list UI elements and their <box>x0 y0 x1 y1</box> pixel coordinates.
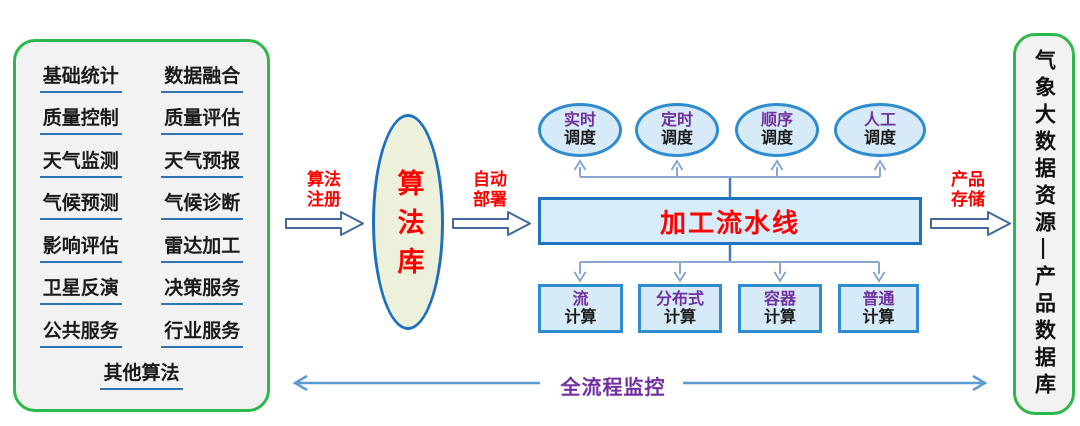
scheduler-node-manual: 人工 调度 <box>834 103 926 157</box>
compute-connectors <box>573 245 886 283</box>
algorithm-row: 卫星反演 决策服务 <box>20 273 263 306</box>
algorithm-item: 影响评估 <box>39 231 122 263</box>
scheduler-type: 定时 <box>660 112 693 130</box>
algorithm-row: 气候预测 气候诊断 <box>20 188 263 221</box>
algorithm-item-other: 其他算法 <box>100 358 183 391</box>
scheduler-suffix: 调度 <box>863 130 896 147</box>
compute-suffix: 计算 <box>763 308 796 326</box>
algorithm-item: 天气监测 <box>39 146 122 178</box>
algorithm-item: 雷达加工 <box>161 231 244 263</box>
compute-node-stream: 流 计算 <box>538 284 623 333</box>
deploy-label-line1: 自动 <box>473 170 507 189</box>
register-label-line1: 算法 <box>307 170 341 189</box>
compute-suffix: 计算 <box>862 308 895 326</box>
compute-suffix: 计算 <box>663 308 696 326</box>
algorithm-item: 基础统计 <box>39 61 122 93</box>
compute-type: 容器 <box>763 290 796 308</box>
storage-arrow-icon <box>930 211 1011 236</box>
scheduler-suffix: 调度 <box>563 130 596 147</box>
scheduler-type: 人工 <box>863 112 896 130</box>
register-label-line2: 注册 <box>307 190 341 210</box>
compute-node-normal: 普通 计算 <box>838 284 919 333</box>
algorithm-item: 决策服务 <box>161 273 244 306</box>
algorithm-library-node: 算法库 <box>372 114 444 330</box>
scheduler-type: 实时 <box>563 112 596 130</box>
algorithm-row: 质量控制 质量评估 <box>20 103 263 136</box>
product-database-panel: 气象大数据资源—产品数据库 <box>1013 33 1075 415</box>
compute-type: 分布式 <box>655 290 704 308</box>
algorithm-row: 基础统计 数据融合 <box>20 61 263 93</box>
scheduler-node-timed: 定时 调度 <box>635 103 719 157</box>
algorithm-item: 气候诊断 <box>161 188 244 221</box>
algorithm-row: 其他算法 <box>20 358 263 391</box>
algorithm-item: 行业服务 <box>161 316 244 348</box>
compute-node-container: 容器 计算 <box>738 284 822 333</box>
algorithm-list-panel: 基础统计 数据融合 质量控制 质量评估 天气监测 天气预报 气候预测 气候诊断 … <box>13 39 270 412</box>
deploy-label-line2: 部署 <box>473 190 507 210</box>
scheduler-node-sequential: 顺序 调度 <box>735 103 819 157</box>
algorithm-item: 天气预报 <box>161 146 244 178</box>
product-database-label: 气象大数据资源—产品数据库 <box>1032 48 1056 400</box>
compute-type: 流 <box>572 290 589 308</box>
register-arrow-icon <box>285 211 364 236</box>
algorithm-row: 天气监测 天气预报 <box>20 146 263 178</box>
compute-type: 普通 <box>862 290 895 308</box>
algorithm-row: 公共服务 行业服务 <box>20 316 263 348</box>
storage-label: 产品 存储 <box>936 170 1000 211</box>
scheduler-type: 顺序 <box>760 112 793 130</box>
scheduler-suffix: 调度 <box>660 130 693 147</box>
algorithm-item: 数据融合 <box>161 61 244 93</box>
algorithm-item: 质量控制 <box>39 103 122 136</box>
algorithm-item: 质量评估 <box>161 103 244 136</box>
algorithm-library-label: 算法库 <box>393 168 424 286</box>
pipeline-label: 加工流水线 <box>659 207 800 238</box>
compute-suffix: 计算 <box>564 308 597 326</box>
storage-label-line1: 产品 <box>951 170 985 189</box>
scheduler-connectors <box>573 159 887 197</box>
algorithm-row: 影响评估 雷达加工 <box>20 231 263 263</box>
pipeline-node: 加工流水线 <box>538 197 922 245</box>
scheduler-node-realtime: 实时 调度 <box>538 103 622 157</box>
algorithm-item: 气候预测 <box>39 188 122 221</box>
algorithm-item: 公共服务 <box>39 316 122 348</box>
deploy-arrow-icon <box>452 211 531 236</box>
monitor-label: 全流程监控 <box>560 377 666 399</box>
register-label: 算法 注册 <box>292 170 356 211</box>
algorithm-item: 卫星反演 <box>39 273 122 306</box>
deploy-label: 自动 部署 <box>458 170 522 211</box>
compute-node-distributed: 分布式 计算 <box>638 284 722 333</box>
scheduler-suffix: 调度 <box>760 130 793 147</box>
storage-label-line2: 存储 <box>951 190 985 210</box>
